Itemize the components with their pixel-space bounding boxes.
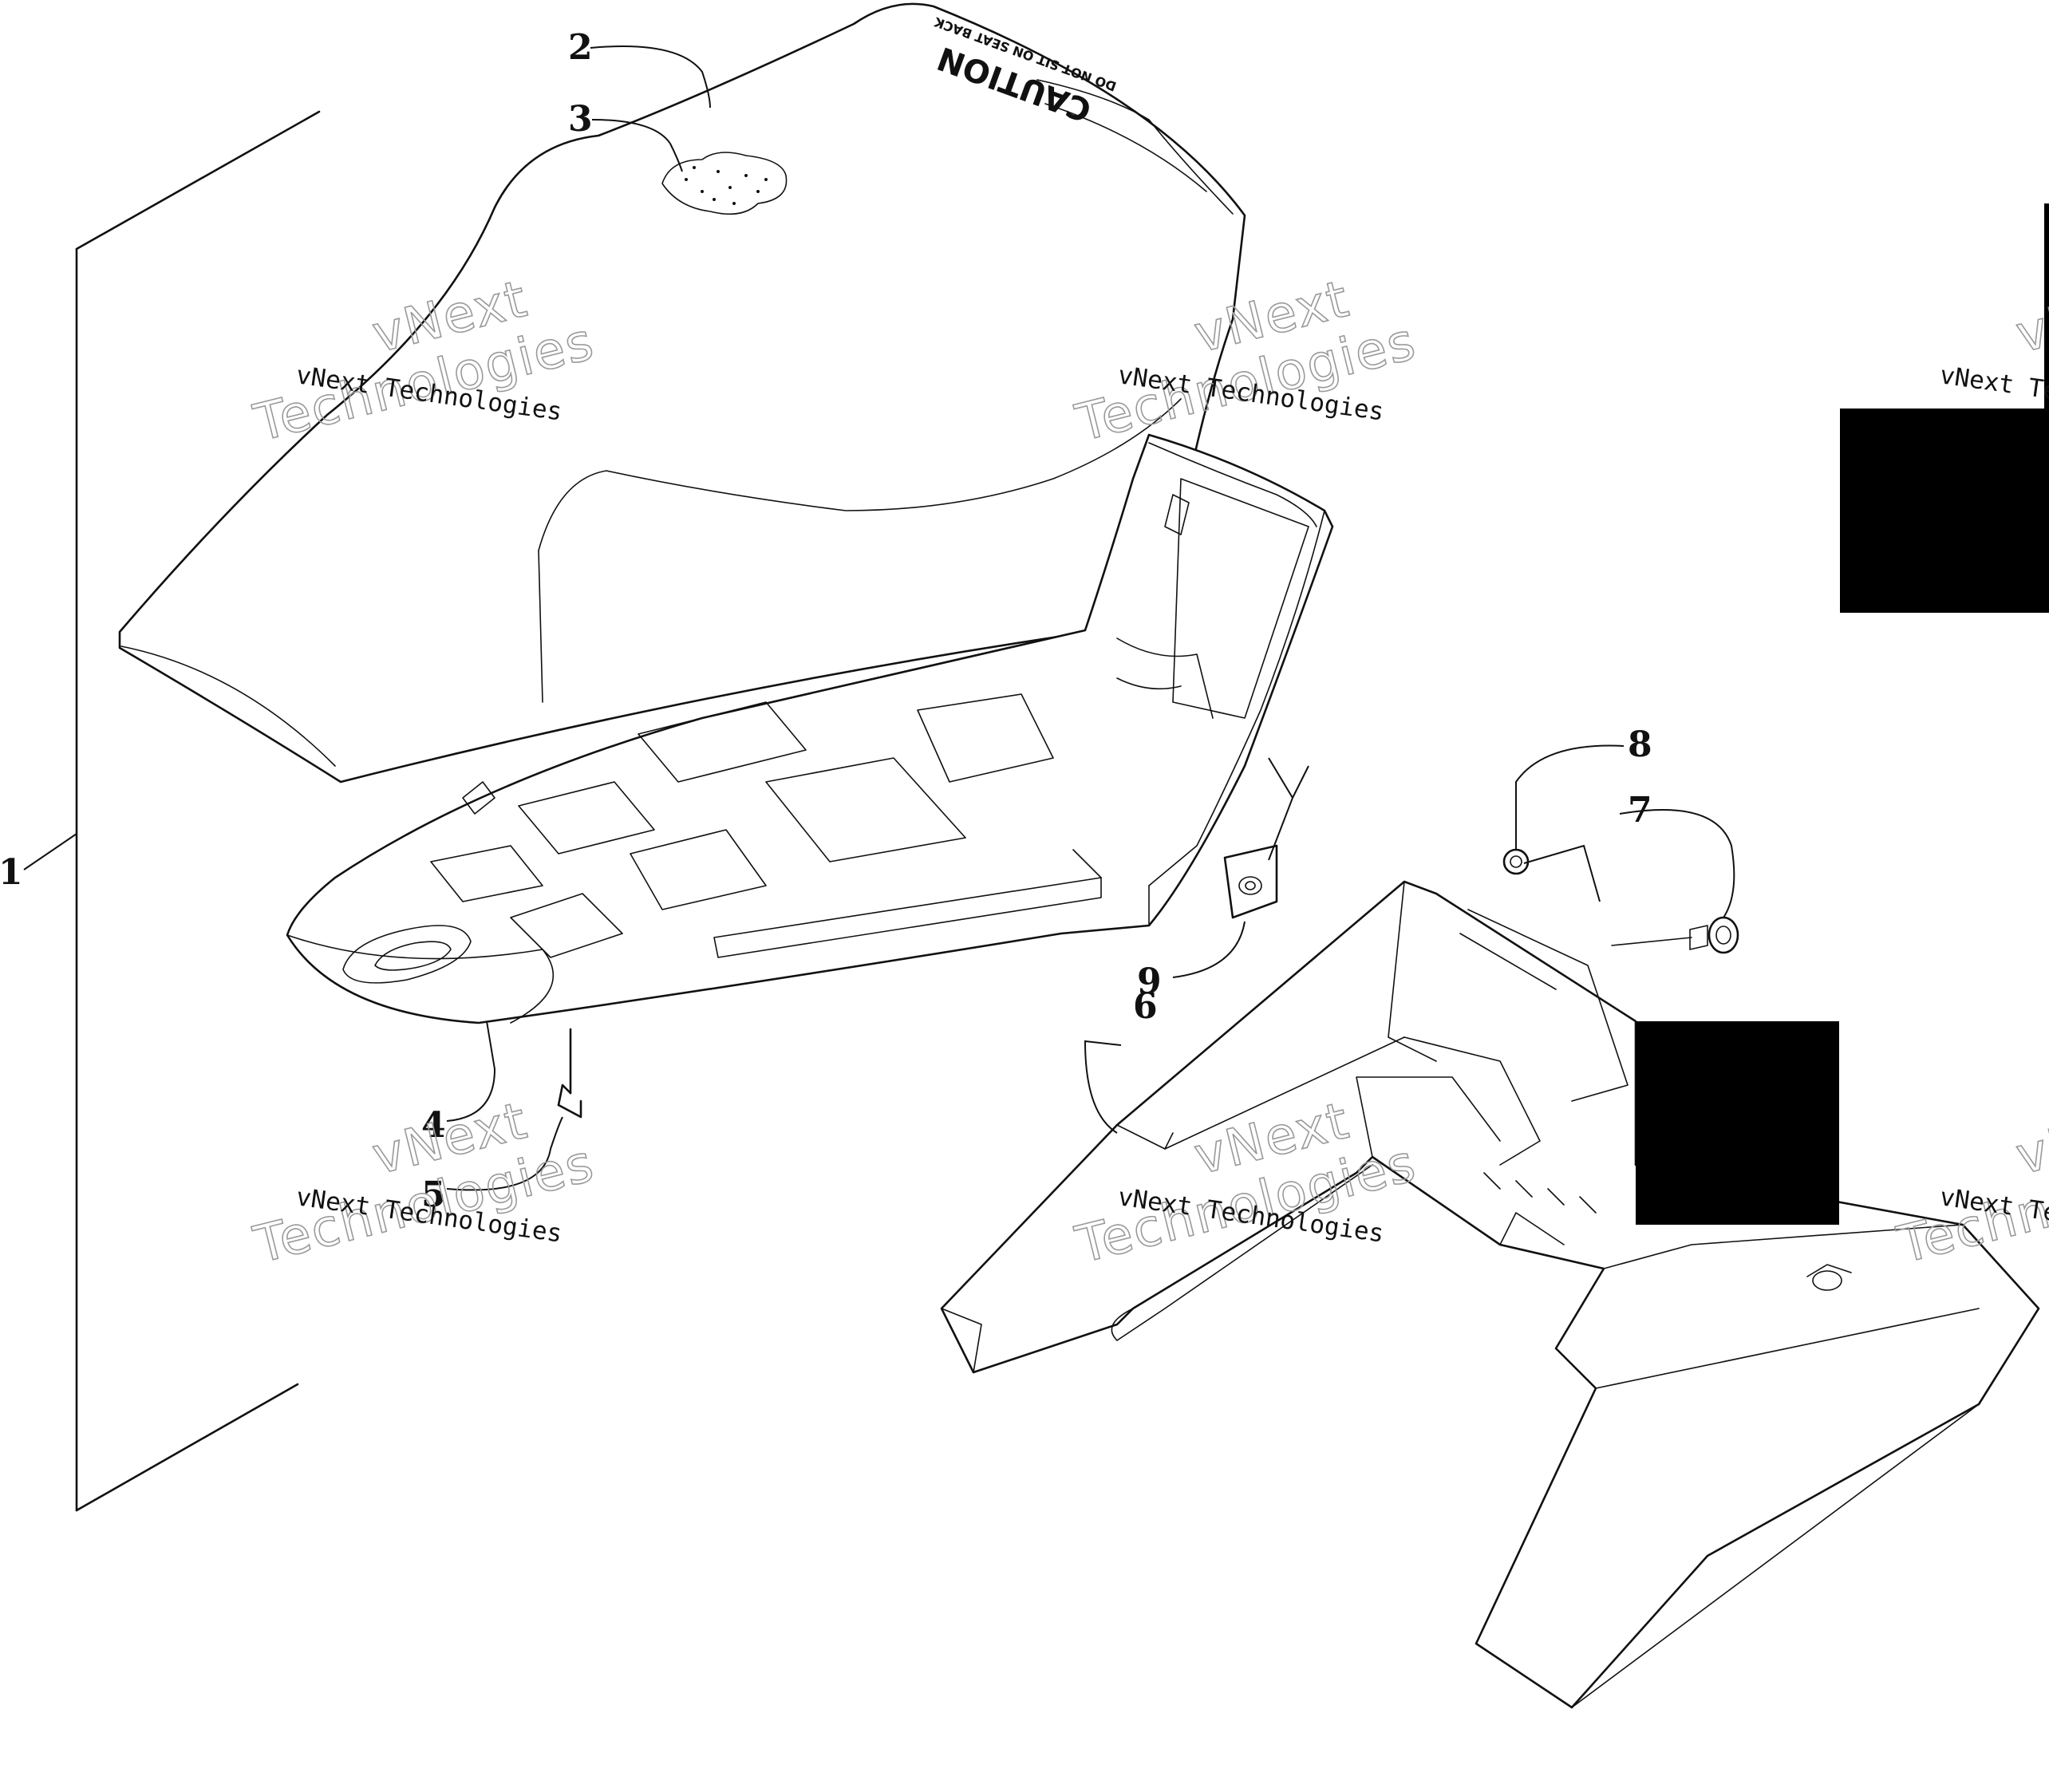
callout-5: 5 bbox=[421, 1174, 446, 1215]
watermark-big-line1: vNext bbox=[2011, 1091, 2049, 1186]
grommet-part bbox=[1223, 757, 1309, 919]
hardware-bolt bbox=[1611, 916, 1739, 954]
callout-1: 1 bbox=[0, 852, 23, 893]
callouts: 1 2 3 4 5 6 7 8 9 bbox=[0, 27, 1652, 1215]
assembly-bracket bbox=[75, 110, 321, 1512]
callout-6: 6 bbox=[1133, 986, 1158, 1027]
redaction-box bbox=[1840, 409, 2049, 613]
callout-7: 7 bbox=[1628, 790, 1652, 831]
rear-fender bbox=[940, 880, 2040, 1709]
callout-4: 4 bbox=[421, 1105, 446, 1146]
hardware-nut bbox=[1502, 848, 1530, 875]
callout-8: 8 bbox=[1628, 724, 1652, 765]
clip-part bbox=[557, 1028, 582, 1119]
callout-2: 2 bbox=[568, 27, 593, 68]
watermark-big-line1: vNext bbox=[2011, 270, 2049, 365]
redaction-box bbox=[1636, 1021, 1839, 1225]
leader-lines bbox=[23, 45, 1735, 1191]
callout-3: 3 bbox=[568, 99, 593, 140]
watermark: vNext bbox=[2010, 269, 2049, 365]
watermark: vNext Technologies bbox=[1891, 1091, 2049, 1276]
seat-base bbox=[286, 433, 1334, 1024]
callout-9: 9 bbox=[1137, 961, 1162, 1002]
redaction-box bbox=[2044, 203, 2049, 411]
foam-stipple bbox=[685, 166, 768, 205]
